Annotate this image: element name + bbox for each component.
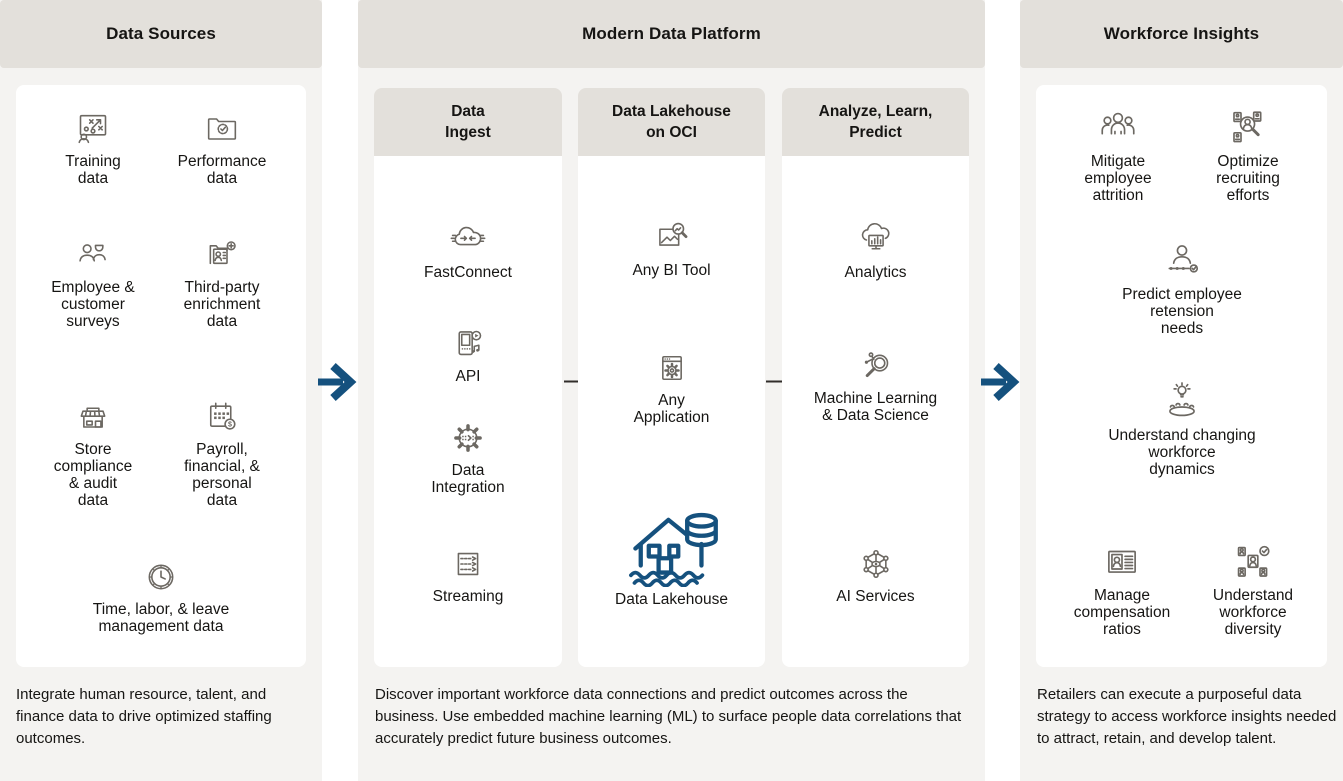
data-lakehouse-group: Data Lakehouse on OCI Any BI Tool xyxy=(578,88,765,667)
platform-item-fastconnect: FastConnect xyxy=(374,220,562,281)
insight-item-predict-retention: Predict employee retension needs xyxy=(1094,240,1270,337)
source-item-label: Training data xyxy=(65,153,121,187)
source-item-third-party-enrichment: Third-party enrichment data xyxy=(158,235,286,330)
data-lakehouse-icon xyxy=(628,512,718,587)
time-labor-leave-management-data-icon xyxy=(148,564,174,590)
understand-workforce-diversity-icon xyxy=(1237,545,1270,577)
data-integration-icon xyxy=(454,424,482,452)
employee-customer-surveys-icon xyxy=(79,244,106,262)
platform-item-label: Analytics xyxy=(844,264,907,281)
api-icon xyxy=(458,330,482,356)
data-lakehouse-title: Data Lakehouse on OCI xyxy=(612,103,731,141)
modern-data-platform-column: Modern Data Platform Data Ingest FastCon… xyxy=(358,0,985,781)
analyze-learn-predict-body xyxy=(782,156,969,667)
machine-learning-data-science-icon xyxy=(864,352,888,378)
source-item-label: Third-party enrichment data xyxy=(183,279,261,330)
platform-item-ai-services: AI Services xyxy=(782,544,969,605)
source-item-training-data: Training data xyxy=(36,109,150,187)
performance-data-icon xyxy=(207,118,237,140)
platform-item-label: Any Application xyxy=(633,392,710,426)
platform-item-any-bi-tool: Any BI Tool xyxy=(578,218,765,279)
insight-item-label: Understand changing workforce dynamics xyxy=(1108,427,1256,478)
insight-item-label: Manage compensation ratios xyxy=(1073,587,1171,638)
insight-item-workforce-diversity: Understand workforce diversity xyxy=(1194,541,1312,638)
modern-data-platform-header: Modern Data Platform xyxy=(358,0,985,68)
flow-arrow-platform-to-insights-icon xyxy=(981,363,1020,401)
data-sources-header: Data Sources xyxy=(0,0,322,68)
store-compliance-audit-data-icon xyxy=(80,407,106,428)
source-item-label: Performance data xyxy=(177,153,267,187)
insight-item-optimize-recruiting: Optimize recruiting efforts xyxy=(1192,107,1304,204)
third-party-enrichment-data-icon xyxy=(209,241,236,265)
platform-item-label: API xyxy=(455,368,481,385)
data-lakehouse-header: Data Lakehouse on OCI xyxy=(578,88,765,156)
insight-item-workforce-dynamics: Understand changing workforce dynamics xyxy=(1082,381,1282,478)
source-item-time-labor-leave: Time, labor, & leave management data xyxy=(61,557,261,635)
platform-item-label: Data Integration xyxy=(431,462,505,496)
insight-item-mitigate-attrition: Mitigate employee attrition xyxy=(1062,107,1174,204)
platform-item-label: Machine Learning & Data Science xyxy=(813,390,938,424)
data-ingest-group: Data Ingest FastConnect xyxy=(374,88,562,667)
ai-services-icon xyxy=(862,549,889,579)
payroll-financial-personal-data-icon: $ xyxy=(209,402,236,430)
source-item-performance-data: Performance data xyxy=(158,109,286,187)
data-ingest-body xyxy=(374,156,562,667)
data-sources-card: Training data Performance data Employee … xyxy=(16,85,306,667)
platform-item-analytics: Analytics xyxy=(782,220,969,281)
fastconnect-icon xyxy=(450,226,486,246)
modern-data-platform-description: Discover important workforce data connec… xyxy=(375,686,962,747)
workforce-insights-header: Workforce Insights xyxy=(1020,0,1343,68)
source-item-store-compliance-audit: Store compliance & audit data xyxy=(36,397,150,509)
any-bi-tool-icon xyxy=(658,222,687,246)
workforce-insights-description: Retailers can execute a purposeful data … xyxy=(1037,686,1337,747)
platform-item-api: API xyxy=(374,324,562,385)
training-data-icon xyxy=(78,114,107,144)
data-sources-title: Data Sources xyxy=(106,24,216,43)
source-item-label: Time, labor, & leave management data xyxy=(92,601,230,635)
any-application-icon xyxy=(661,355,682,381)
source-item-label: Employee & customer surveys xyxy=(51,279,135,330)
modern-data-platform-title: Modern Data Platform xyxy=(582,24,761,43)
platform-item-label: AI Services xyxy=(836,588,915,605)
platform-item-label: Data Lakehouse xyxy=(615,591,728,608)
platform-item-streaming: Streaming xyxy=(374,544,562,605)
data-sources-description: Integrate human resource, talent, and fi… xyxy=(16,686,272,747)
data-ingest-title: Data Ingest xyxy=(445,103,491,141)
insight-item-label: Optimize recruiting efforts xyxy=(1216,153,1280,204)
insight-item-label: Mitigate employee attrition xyxy=(1084,153,1152,204)
svg-text:$: $ xyxy=(228,421,232,429)
source-item-payroll-financial-personal: $ Payroll, financial, & personal data xyxy=(158,397,286,509)
platform-item-data-integration: Data Integration xyxy=(374,418,562,496)
workforce-insights-card: Mitigate employee attrition Optimize rec… xyxy=(1036,85,1327,667)
source-item-label: Store compliance & audit data xyxy=(53,441,133,509)
platform-item-data-lakehouse: Data Lakehouse xyxy=(578,501,765,608)
platform-item-label: FastConnect xyxy=(424,264,512,281)
insight-item-label: Predict employee retension needs xyxy=(1122,286,1242,337)
insight-item-label: Understand workforce diversity xyxy=(1212,587,1294,638)
platform-item-label: Any BI Tool xyxy=(632,262,711,279)
platform-item-label: Streaming xyxy=(432,588,504,605)
analyze-learn-predict-group: Analyze, Learn, Predict Analytics xyxy=(782,88,969,667)
analyze-learn-predict-header: Analyze, Learn, Predict xyxy=(782,88,969,156)
source-item-employee-customer-surveys: Employee & customer surveys xyxy=(36,235,150,330)
analytics-icon xyxy=(861,222,889,250)
insight-item-compensation-ratios: Manage compensation ratios xyxy=(1056,541,1188,638)
manage-compensation-ratios-icon xyxy=(1108,550,1136,573)
understand-changing-workforce-dynamics-icon xyxy=(1169,382,1195,417)
platform-item-machine-learning: Machine Learning & Data Science xyxy=(782,346,969,424)
platform-item-any-application: Any Application xyxy=(578,348,765,426)
predict-employee-retension-needs-icon xyxy=(1168,245,1199,273)
source-item-label: Payroll, financial, & personal data xyxy=(184,441,260,509)
analyze-learn-predict-title: Analyze, Learn, Predict xyxy=(818,103,933,141)
data-ingest-header: Data Ingest xyxy=(374,88,562,156)
streaming-icon xyxy=(457,552,479,576)
flow-arrow-sources-to-platform-icon xyxy=(318,363,357,401)
optimize-recruiting-efforts-icon xyxy=(1233,111,1262,143)
workforce-insights-title: Workforce Insights xyxy=(1103,24,1260,43)
data-sources-column: Data Sources Training data xyxy=(0,0,322,781)
mitigate-employee-attrition-icon xyxy=(1101,112,1135,135)
workforce-insights-column: Workforce Insights Mitigate employee att… xyxy=(1020,0,1343,781)
